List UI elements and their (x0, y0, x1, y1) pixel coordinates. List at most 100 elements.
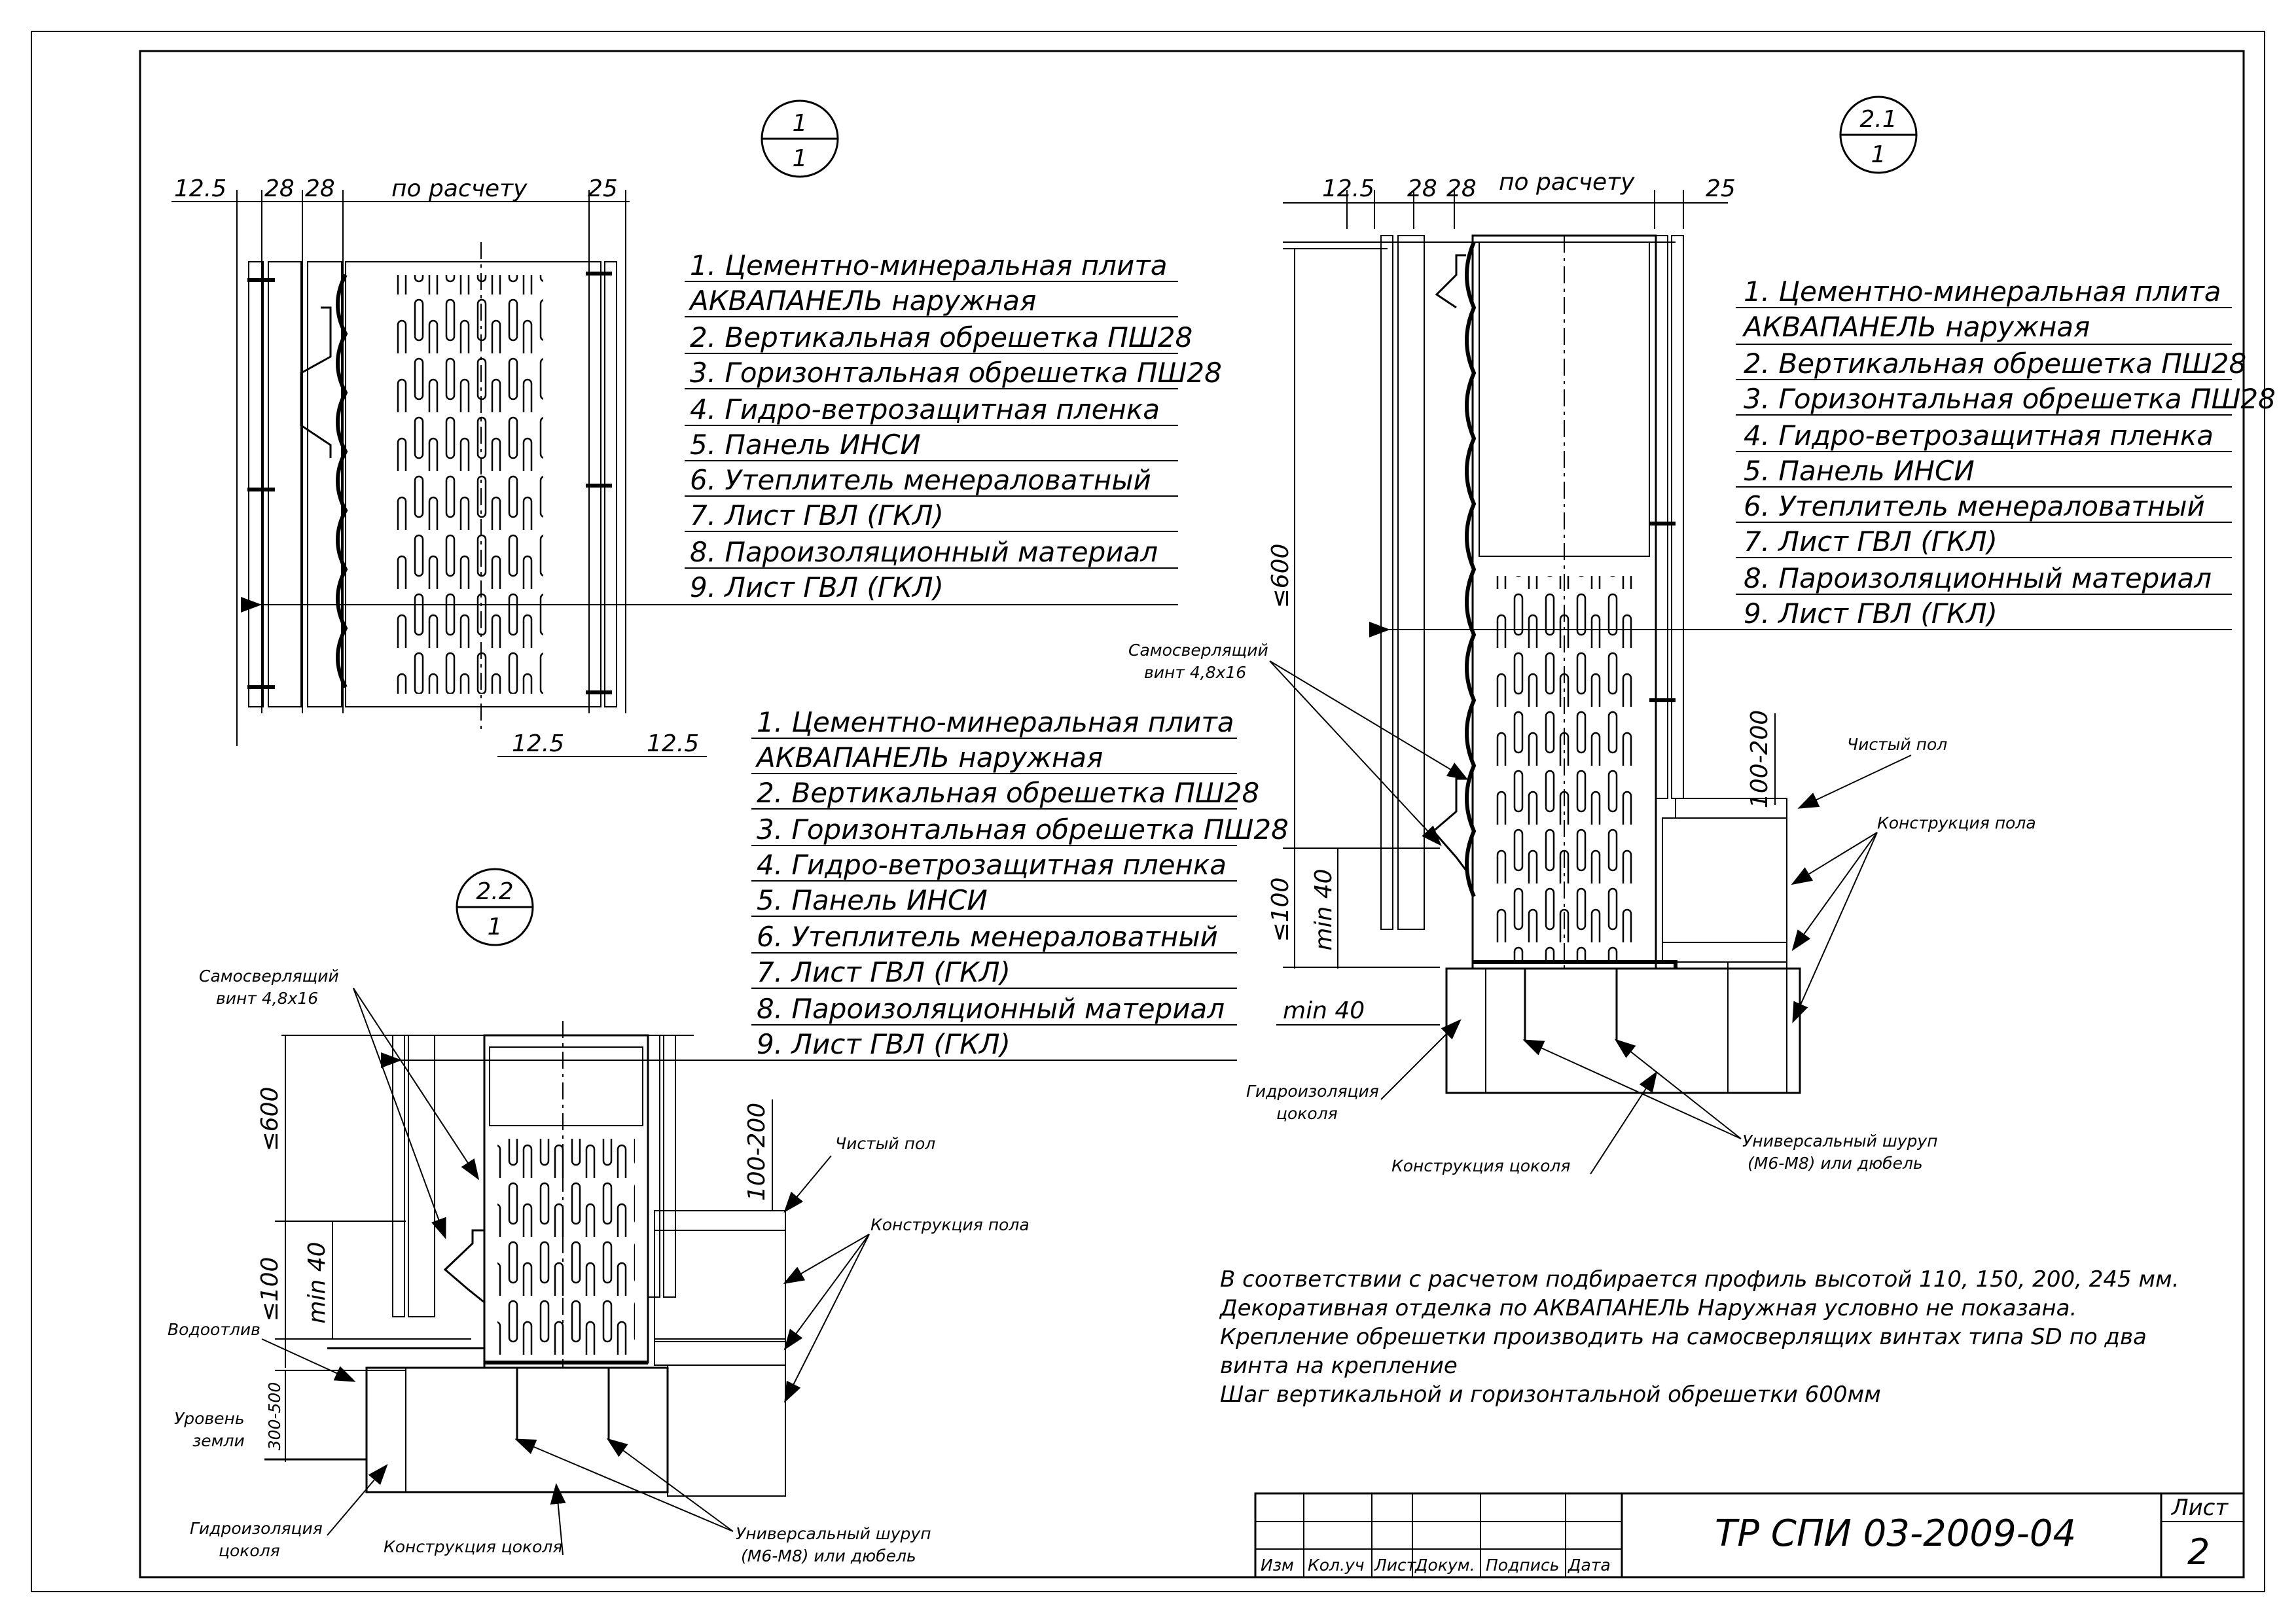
label-universal-screw: Универсальный шуруп (736, 1524, 931, 1543)
label-screw: винт 4,8х16 (1144, 663, 1246, 682)
layer-item: АКВАПАНЕЛЬ наружная (755, 741, 1103, 774)
section-mark-top: 2.2 (476, 878, 513, 905)
dim-le100: ≤100 (1267, 878, 1294, 942)
dim-12-5: 12.5 (512, 730, 564, 757)
label-plinth-waterproof: Гидроизоляция (190, 1519, 323, 1538)
stamp-label: Подпись (1486, 1556, 1559, 1575)
layer-item: 7. Лист ГВЛ (ГКЛ) (1744, 526, 1998, 558)
label-floor-structure: Конструкция пола (870, 1215, 1030, 1234)
layer-item: 9. Лист ГВЛ (ГКЛ) (1744, 597, 1998, 630)
dim-25: 25 (588, 175, 618, 202)
detail-2-1-wall-base: 12.5 28 28 по расчету 25 ≤600 ≤100 min 4… (1128, 169, 2036, 1175)
layer-item: 2. Вертикальная обрешетка ПШ28 (1744, 348, 2246, 380)
notes: В соответствии с расчетом подбирается пр… (1219, 1266, 2179, 1408)
label-floor-structure: Конструкция пола (1877, 813, 2036, 832)
label-clean-floor: Чистый пол (1847, 735, 1947, 754)
label-ground: земли (192, 1431, 245, 1450)
dim-le600: ≤600 (1267, 544, 1294, 609)
section-mark-2-1: 2.1 1 (1839, 96, 1918, 174)
section-mark-2-2: 2.2 1 (456, 868, 534, 946)
label-screw: Самосверлящий (199, 967, 339, 986)
layer-item: 8. Пароизоляционный материал (1744, 562, 2212, 594)
section-mark-top: 2.1 (1859, 106, 1897, 133)
note-line: Крепление обрешетки производить на самос… (1220, 1324, 2147, 1350)
layer-item: АКВАПАНЕЛЬ наружная (688, 285, 1036, 317)
detail-1-1-wall-section: 12.5 28 28 по расчету 25 12.5 12.5 (171, 175, 1178, 757)
sheet-number: 2 (2187, 1531, 2210, 1573)
label-screw: винт 4,8х16 (216, 989, 318, 1008)
section-mark-bottom: 1 (793, 145, 808, 172)
dim-25: 25 (1706, 175, 1736, 202)
dim-28: 28 (1446, 175, 1477, 202)
layer-item: 3. Горизонтальная обрешетка ПШ28 (757, 813, 1289, 846)
dim-by-calc: по расчету (391, 175, 528, 202)
layer-item: 4. Гидро-ветрозащитная пленка (690, 393, 1160, 425)
note-line: Шаг вертикальной и горизонтальной обреше… (1220, 1382, 1881, 1408)
sheet-label: Лист (2170, 1495, 2229, 1521)
layer-item: 3. Горизонтальная обрешетка ПШ28 (690, 357, 1222, 389)
title-block: Изм Кол.уч Лист Докум. Подпись Дата ТР С… (1254, 1492, 2245, 1578)
label-universal-screw: Универсальный шуруп (1742, 1132, 1938, 1150)
note-line: Декоративная отделка по АКВАПАНЕЛЬ Наруж… (1219, 1295, 2077, 1321)
layer-item: 5. Панель ИНСИ (1744, 455, 1975, 487)
layer-item: 8. Пароизоляционный материал (757, 993, 1225, 1025)
layer-item: АКВАПАНЕЛЬ наружная (1742, 311, 2090, 343)
layer-item: 1. Цементно-минеральная плита (690, 249, 1168, 281)
section-mark-1-1: 1 1 (761, 99, 839, 178)
layer-item: 2. Вертикальная обрешетка ПШ28 (690, 321, 1193, 353)
stamp-label: Докум. (1414, 1556, 1475, 1575)
dim-12-5: 12.5 (647, 730, 699, 757)
layer-item: 2. Вертикальная обрешетка ПШ28 (757, 777, 1259, 809)
label-screw: Самосверлящий (1128, 641, 1268, 660)
layer-item: 4. Гидро-ветрозащитная пленка (757, 849, 1227, 881)
dim-100-200: 100-200 (1746, 710, 1773, 808)
label-clean-floor: Чистый пол (835, 1134, 935, 1153)
section-mark-bottom: 1 (1871, 141, 1886, 168)
dim-min40: min 40 (1310, 868, 1337, 950)
label-plinth-waterproof: цоколя (219, 1541, 280, 1560)
dim-min40: min 40 (1283, 997, 1365, 1024)
section-mark-top: 1 (793, 110, 808, 137)
dim-le100: ≤100 (257, 1257, 283, 1322)
layer-item: 5. Панель ИНСИ (757, 884, 988, 916)
layer-item: 3. Горизонтальная обрешетка ПШ28 (1744, 383, 2276, 415)
layer-item: 5. Панель ИНСИ (690, 429, 921, 461)
note-line: винта на крепление (1220, 1353, 1458, 1379)
layer-item: 6. Утеплитель менераловатный (1744, 490, 2205, 522)
layer-item: 9. Лист ГВЛ (ГКЛ) (690, 571, 944, 603)
dim-le600: ≤600 (257, 1087, 283, 1152)
stamp-label: Кол.уч (1308, 1556, 1365, 1575)
layer-item: 1. Цементно-минеральная плита (1744, 276, 2221, 308)
dim-28: 28 (305, 175, 335, 202)
layer-item: 6. Утеплитель менераловатный (690, 464, 1151, 496)
label-universal-screw: (М6-М8) или дюбель (1748, 1154, 1923, 1173)
label-ground: Уровень (174, 1409, 245, 1428)
label-plinth-structure: Конструкция цоколя (384, 1537, 562, 1556)
layer-item: 6. Утеплитель менераловатный (757, 921, 1218, 953)
layer-item: 7. Лист ГВЛ (ГКЛ) (690, 499, 944, 531)
label-universal-screw: (М6-М8) или дюбель (741, 1546, 916, 1565)
dim-by-calc: по расчету (1499, 169, 1635, 196)
stamp-label: Дата (1568, 1556, 1611, 1575)
layer-table-c: 1. Цементно-минеральная плита АКВАПАНЕЛЬ… (1736, 276, 2276, 630)
document-code: ТР СПИ 03-2009-04 (1715, 1512, 2076, 1555)
layer-item: 9. Лист ГВЛ (ГКЛ) (757, 1028, 1011, 1060)
label-plinth-waterproof: цоколя (1276, 1104, 1338, 1123)
note-line: В соответствии с расчетом подбирается пр… (1220, 1266, 2179, 1293)
dim-min40: min 40 (304, 1241, 331, 1323)
section-mark-bottom: 1 (488, 914, 503, 940)
dim-12-5: 12.5 (1322, 175, 1374, 202)
layer-item: 4. Гидро-ветрозащитная пленка (1744, 419, 2214, 452)
stamp-label: Лист (1374, 1556, 1417, 1575)
dim-28: 28 (1407, 175, 1437, 202)
label-plinth-structure: Конструкция цоколя (1391, 1156, 1570, 1175)
layer-item: 1. Цементно-минеральная плита (757, 706, 1234, 738)
stamp-label: Изм (1261, 1556, 1294, 1575)
label-plinth-waterproof: Гидроизоляция (1246, 1082, 1379, 1101)
sheet-frame (31, 31, 2265, 1592)
layer-table-a: 1. Цементно-минеральная плита АКВАПАНЕЛЬ… (685, 249, 1222, 603)
label-drip: Водоотлив (168, 1320, 260, 1339)
layer-item: 7. Лист ГВЛ (ГКЛ) (757, 956, 1011, 988)
layer-item: 8. Пароизоляционный материал (690, 536, 1158, 568)
detail-2-2-wall-base: ≤600 ≤100 min 40 300-500 100-200 (168, 967, 1030, 1565)
